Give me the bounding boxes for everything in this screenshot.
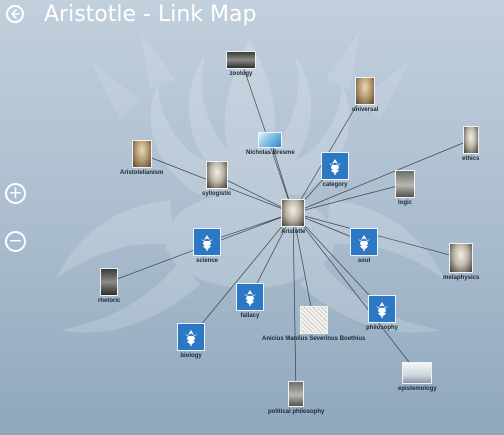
node-biology[interactable]: biology xyxy=(177,323,205,359)
node-label: Aristotelianism xyxy=(120,170,164,176)
node-label: philosophy xyxy=(366,325,398,331)
soul-wiki-icon xyxy=(350,228,378,256)
syllogistic-thumbnail xyxy=(205,161,228,189)
back-arrow-icon xyxy=(11,9,20,19)
link-line xyxy=(292,183,406,214)
node-label: fallacy xyxy=(240,313,260,319)
aristotle-thumbnail xyxy=(281,199,306,227)
node-label: zoology xyxy=(229,71,253,77)
boethius-thumbnail xyxy=(299,306,328,334)
zoom-in-button[interactable]: + xyxy=(5,183,26,204)
node-epistemology[interactable]: epistemology xyxy=(398,362,437,392)
science-wiki-icon xyxy=(193,228,221,256)
link-line xyxy=(292,212,297,395)
thistle-icon xyxy=(329,159,341,175)
node-universal[interactable]: universal xyxy=(352,77,378,113)
metaphysics-thumbnail xyxy=(449,243,474,273)
node-label: rhetoric xyxy=(98,298,121,304)
node-nicholas-bresme[interactable]: Nicholas Bresme xyxy=(246,132,295,156)
node-zoology[interactable]: zoology xyxy=(226,51,256,77)
category-wiki-icon xyxy=(321,152,349,180)
node-label: science xyxy=(195,258,219,264)
node-label: universal xyxy=(352,107,379,113)
nicholas-bresme-thumbnail xyxy=(258,132,283,148)
node-soul[interactable]: soul xyxy=(350,228,378,264)
thistle-icon xyxy=(185,330,197,346)
node-fallacy[interactable]: fallacy xyxy=(236,283,264,319)
node-label: category xyxy=(322,182,348,188)
page-title: Aristotle - Link Map xyxy=(44,2,257,27)
rhetoric-thumbnail xyxy=(100,268,119,296)
node-label: political philosophy xyxy=(268,409,325,415)
link-line xyxy=(292,212,314,321)
node-label: biology xyxy=(180,353,202,359)
universal-thumbnail xyxy=(355,77,376,105)
link-line xyxy=(206,212,294,243)
biology-wiki-icon xyxy=(177,323,205,351)
node-label: Anicius Manlius Severinus Boethius xyxy=(262,336,366,342)
thistle-icon xyxy=(358,235,370,251)
node-logic[interactable]: logic xyxy=(395,170,415,206)
node-label: metaphysics xyxy=(443,275,480,281)
aristotelianism-thumbnail xyxy=(131,140,152,168)
zoom-out-button[interactable]: − xyxy=(5,231,26,252)
node-category[interactable]: category xyxy=(321,152,349,188)
node-philosophy[interactable]: philosophy xyxy=(366,295,398,331)
fallacy-wiki-icon xyxy=(236,283,264,311)
link-line xyxy=(292,139,471,214)
thistle-icon xyxy=(376,302,388,318)
node-aristotle[interactable]: Aristotle xyxy=(281,199,305,235)
node-aristotelianism[interactable]: Aristotelianism xyxy=(120,140,163,176)
link-line xyxy=(292,212,418,374)
node-label: ethics xyxy=(462,156,480,162)
node-label: epistemology xyxy=(398,386,437,392)
link-line xyxy=(216,174,294,214)
node-label: Nicholas Bresme xyxy=(246,150,295,156)
ethics-thumbnail xyxy=(462,126,479,154)
logic-thumbnail xyxy=(395,170,415,198)
node-label: soul xyxy=(357,258,371,264)
political-philosophy-thumbnail xyxy=(288,381,305,407)
zoology-thumbnail xyxy=(226,51,256,69)
link-line xyxy=(190,212,294,338)
back-button[interactable] xyxy=(6,5,24,23)
node-science[interactable]: science xyxy=(193,228,221,264)
node-political-philosophy[interactable]: political philosophy xyxy=(268,381,324,415)
node-label: logic xyxy=(397,200,412,206)
node-rhetoric[interactable]: rhetoric xyxy=(98,268,120,304)
philosophy-wiki-icon xyxy=(368,295,396,323)
link-line xyxy=(292,212,383,310)
thistle-icon xyxy=(201,235,213,251)
node-ethics[interactable]: ethics xyxy=(462,126,479,162)
node-boethius[interactable]: Anicius Manlius Severinus Boethius xyxy=(262,306,365,342)
thistle-icon xyxy=(244,290,256,306)
node-metaphysics[interactable]: metaphysics xyxy=(443,243,479,281)
node-label: syllogistic xyxy=(202,191,232,197)
node-syllogistic[interactable]: syllogistic xyxy=(202,161,231,197)
node-label: Aristotle xyxy=(281,229,306,235)
epistemology-thumbnail xyxy=(402,362,433,384)
